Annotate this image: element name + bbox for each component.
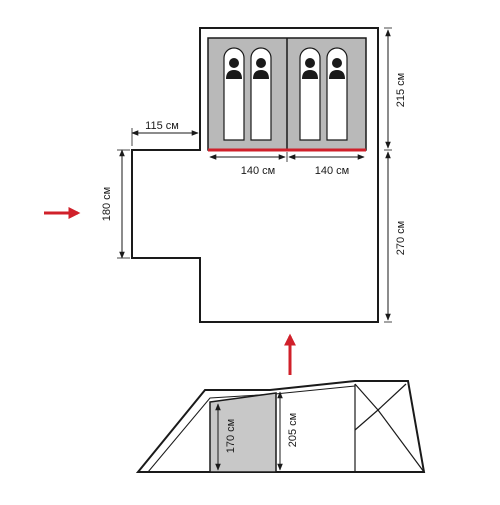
label-porch-height: 180 см xyxy=(101,187,113,221)
sleeping-bag-3 xyxy=(299,47,321,141)
label-bedroom-left-width: 140 см xyxy=(241,165,275,177)
dimension-total-height: 205 см xyxy=(277,391,299,471)
dimension-bedroom-widths: 140 см 140 см xyxy=(209,152,365,177)
person-icon xyxy=(253,58,269,79)
floor-plan: 115 см 180 см 140 см 140 см 215 см xyxy=(44,27,407,375)
label-inner-height: 170 см xyxy=(225,419,237,453)
sleeping-bag-4 xyxy=(326,47,348,141)
dimension-porch-height: 180 см xyxy=(101,149,130,259)
sleeping-bag-1 xyxy=(223,47,245,141)
dimension-porch-offset: 115 см xyxy=(131,120,199,146)
person-icon xyxy=(302,58,318,79)
dimension-bedroom-depth: 215 см xyxy=(384,27,407,151)
sleeping-bag-2 xyxy=(250,47,272,141)
person-icon xyxy=(226,58,242,79)
label-bedroom-depth: 215 см xyxy=(395,73,407,107)
label-bedroom-right-width: 140 см xyxy=(315,165,349,177)
tent-side-outline xyxy=(135,380,426,473)
side-view: 170 см 205 см xyxy=(135,380,426,473)
inner-tent-fill xyxy=(209,392,277,473)
label-porch-offset: 115 см xyxy=(145,120,179,132)
label-vestibule-depth: 270 см xyxy=(395,221,407,255)
label-total-height: 205 см xyxy=(287,413,299,447)
tent-side-inner-ridge xyxy=(147,385,356,473)
person-icon xyxy=(329,58,345,79)
tent-side-door-panel xyxy=(354,383,425,473)
dimension-vestibule-depth: 270 см xyxy=(384,151,407,323)
dimension-inner-height: 170 см xyxy=(215,403,237,471)
